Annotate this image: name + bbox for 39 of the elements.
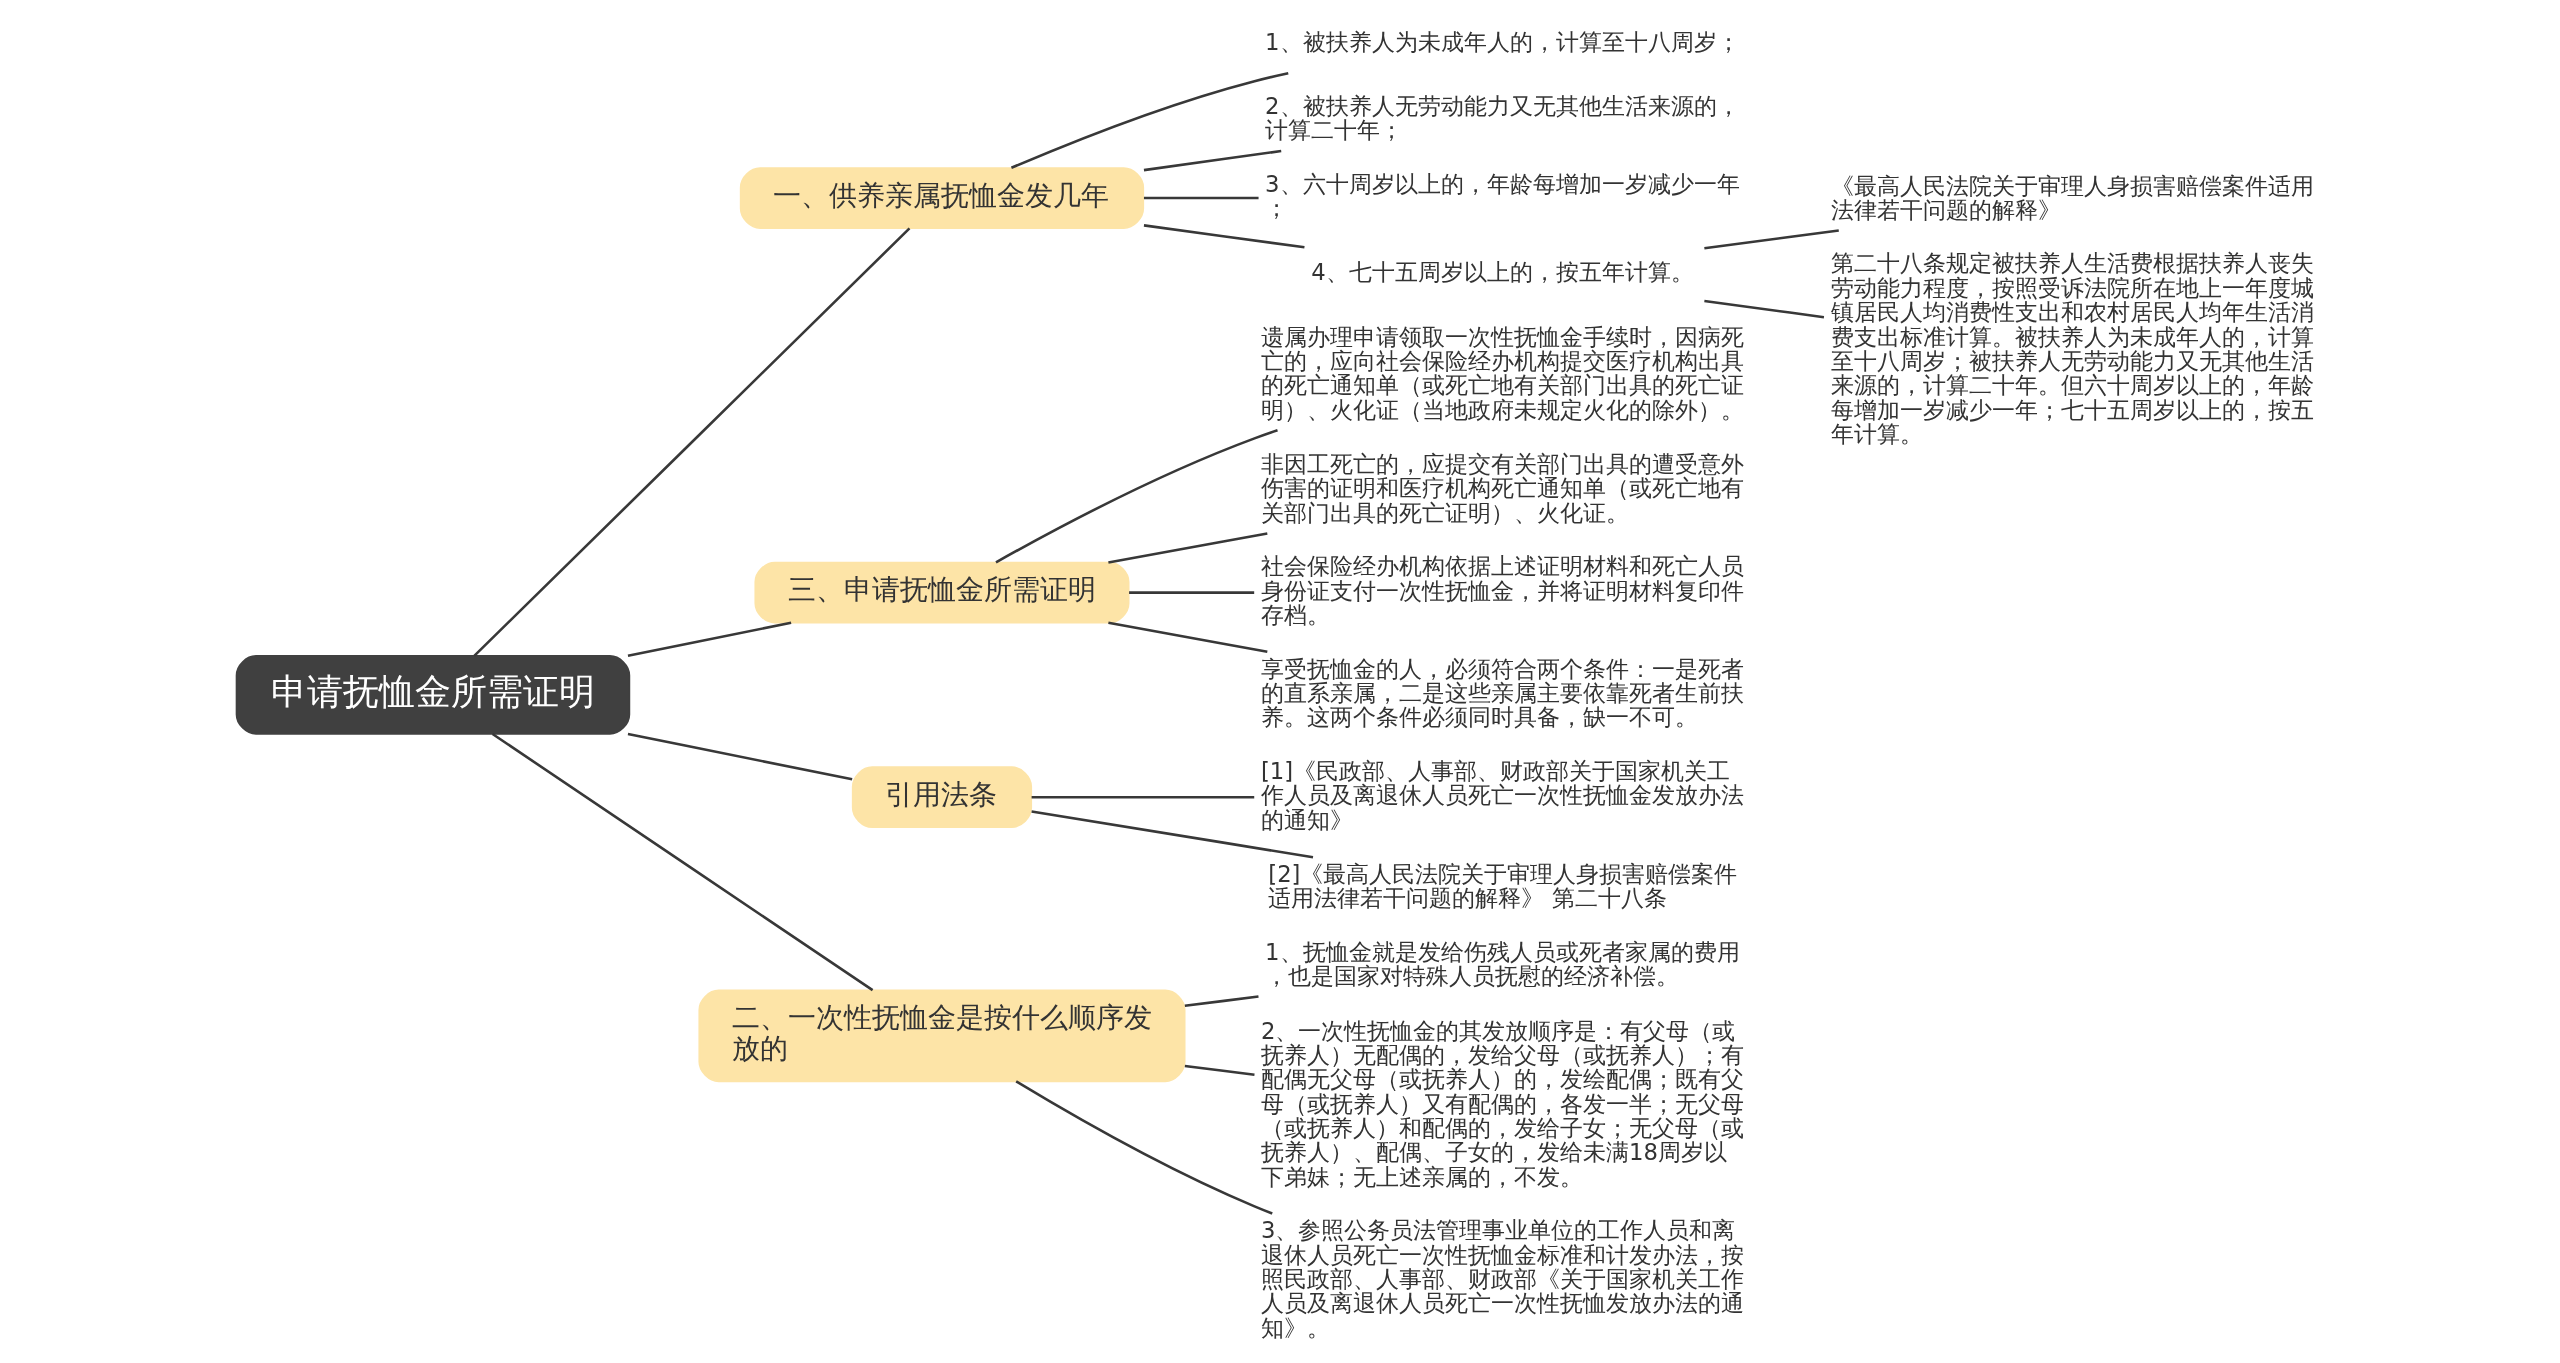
node-text: 2、一次性抚恤金的其发放顺序是：有父母（或抚养人）无配偶的，发给父母（或抚养人）；有配偶无父母（或抚养人）的，发绘配偶；既有父母（或抚养人）又有配偶的，各发一半；无父母（或抚养人）和配偶的，发给子女；无父母（或抚养人）、配偶、子女的，发给未满18周岁以下弟妹；无上述亲属的，不发。 <box>1260 1017 1744 1190</box>
connector <box>1184 1064 1255 1076</box>
node-box: 申请抚恤金所需证明 <box>235 655 630 735</box>
connector <box>1107 621 1268 654</box>
connector <box>472 227 910 657</box>
node-text: [2]《最高人民法院关于审理人身损害赔偿案件适用法律若干问题的解释》 第二十八条 <box>1267 860 1738 912</box>
node-text: 社会保险经办机构依据上述证明材料和死亡人员身份证支付一次性抚恤金，并将证明材料复印件存档。 <box>1260 553 1744 628</box>
node-text: 1、抚恤金就是发给伤残人员或死者家属的费用，也是国家对特殊人员抚慰的经济补偿。 <box>1264 938 1740 990</box>
node-box: 一、供养亲属抚恤金发几年 <box>739 167 1144 229</box>
node-text: [1]《民政部、人事部、财政部关于国家机关工作人员及离退休人员死亡一次性抚恤金发放办法的通知》 <box>1260 757 1744 833</box>
node-box: 引用法条 <box>851 766 1032 829</box>
node-text: 第二十八条规定被扶养人生活费根据扶养人丧失劳动能力程度，按照受诉法院所在地上一年度城镇居民人均消费性支出和农村居民人均年生活消费支出标准计算。被扶养人为未成年人的，计算至十八周岁；被扶养人无劳动能力又无其他生活来源的，计算二十年。但六十周岁以上的，年龄每增加一岁减少一年；七十五周岁以上的，按五年计算。 <box>1830 250 2314 447</box>
node-text: 3、六十周岁以上的，年龄每增加一岁减少一年； <box>1264 170 1740 222</box>
node-box: 三、申请抚恤金所需证明 <box>753 561 1129 624</box>
connector <box>627 621 791 658</box>
connector <box>1015 1080 1273 1215</box>
connector <box>1143 149 1281 172</box>
node-text: 3、参照公务员法管理事业单位的工作人员和离退休人员死亡一次性抚恤金标准和计发办法，按照民政部、人事部、财政部《关于国家机关工作人员及离退休人员死亡一次性抚恤发放办法的通知》。 <box>1260 1217 1744 1341</box>
node-box: 二、一次性抚恤金是按什么顺序发放的 <box>697 989 1185 1083</box>
connector <box>1107 532 1268 564</box>
connector <box>994 429 1278 564</box>
connector <box>1031 795 1254 799</box>
connector <box>627 732 852 781</box>
node-text: 享受抚恤金的人，必须符合两个条件：一是死者的直系亲属，二是这些亲属主要依靠死者生前扶养。这两个条件必须同时具备，缺一不可。 <box>1260 655 1744 731</box>
node-text: 2、被扶养人无劳动能力又无其他生活来源的，计算二十年； <box>1264 92 1740 144</box>
connector <box>1184 995 1259 1008</box>
node-text: 4、七十五周岁以上的，按五年计算。 <box>1310 259 1694 286</box>
node-text: 《最高人民法院关于审理人身损害赔偿案件适用法律若干问题的解释》 <box>1830 172 2314 223</box>
connector <box>1030 810 1313 859</box>
node-text: 遗属办理申请领取一次性抚恤金手续时，因病死亡的，应向社会保险经办机构提交医疗机构出具的死亡通知单（或死亡地有关部门出具的死亡证明）、火化证（当地政府未规定火化的除外）。 <box>1260 323 1744 423</box>
connector <box>1143 196 1259 200</box>
connector <box>1703 229 1839 250</box>
connector <box>491 732 873 992</box>
connector <box>1143 224 1305 249</box>
connector <box>1703 299 1824 319</box>
connector <box>1010 71 1289 169</box>
node-text: 1、被扶养人为未成年人的，计算至十八周岁； <box>1264 28 1740 55</box>
node-text: 非因工死亡的，应提交有关部门出具的遭受意外伤害的证明和医疗机构死亡通知单（或死亡地有关部门出具的死亡证明）、火化证。 <box>1260 450 1744 526</box>
connector <box>1128 591 1254 594</box>
